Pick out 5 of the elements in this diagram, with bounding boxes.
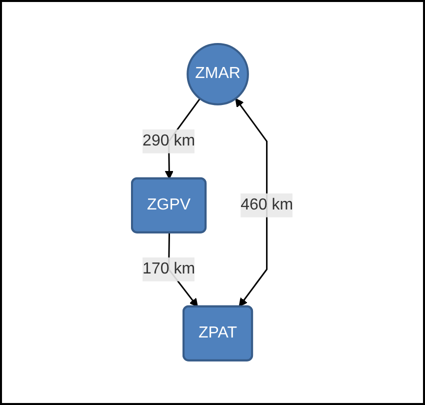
- edge-label: 290 km: [142, 132, 195, 150]
- arrow: [235, 98, 268, 308]
- edge-label: 170 km: [142, 260, 195, 278]
- edge-label: 460 km: [240, 196, 294, 214]
- node-circle: ZMAR: [186, 43, 249, 106]
